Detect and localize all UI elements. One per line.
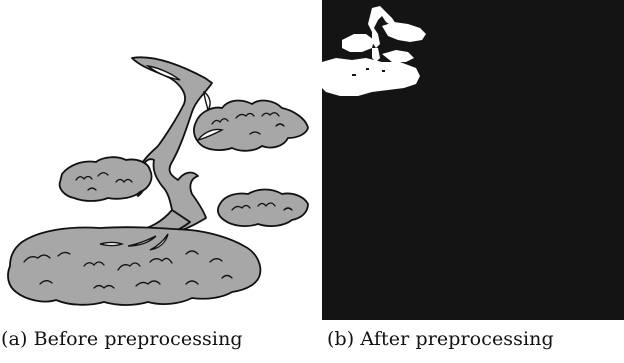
panel-before-preprocessing <box>0 0 312 320</box>
caption-after-preprocessing: (b) After preprocessing <box>327 328 554 350</box>
caption-before-preprocessing: (a) Before preprocessing <box>1 328 243 350</box>
bonsai-silhouette-image <box>7 56 309 306</box>
panel-after-preprocessing <box>322 0 624 320</box>
binary-mask-image <box>322 0 624 320</box>
